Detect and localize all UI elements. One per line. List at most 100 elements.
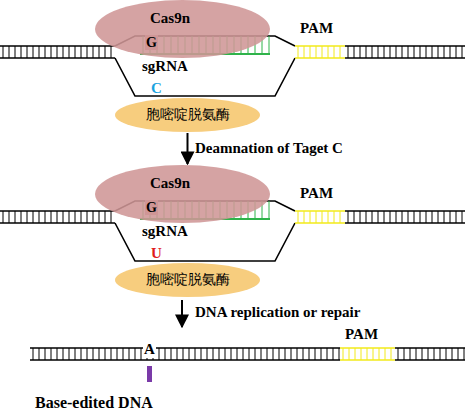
base-pair: [159, 348, 160, 360]
base-pair: [9, 211, 10, 223]
base-pair: [45, 211, 46, 223]
base-pair: [414, 46, 415, 58]
base-pair: [440, 348, 441, 360]
base-pair: [446, 348, 447, 360]
base-pair: [269, 36, 270, 54]
deaminase-enzyme: U胞嘧啶脱氨酶: [115, 263, 260, 297]
base-pair: [328, 211, 329, 223]
base-pair: [372, 211, 373, 223]
base-pair: [334, 211, 335, 223]
base-letter: G: [145, 200, 158, 215]
base-pair: [348, 46, 349, 58]
base-pair: [291, 348, 292, 360]
base-pair: [355, 348, 356, 360]
base-pair: [111, 348, 112, 360]
base-pair: [438, 46, 439, 58]
base-pair: [410, 348, 411, 360]
base-pair: [426, 46, 427, 58]
base-pair: [57, 211, 58, 223]
pam-label: PAM: [345, 326, 378, 343]
base-pair: [99, 348, 100, 360]
node-shape: [115, 263, 260, 297]
base-pair: [444, 211, 445, 223]
enzyme-name: 胞嘧啶脱氨酶: [146, 272, 230, 287]
base-pair: [414, 211, 415, 223]
target-base: U: [151, 245, 162, 262]
base-pair: [334, 46, 335, 58]
base-pair: [261, 348, 262, 360]
base-pair: [408, 46, 409, 58]
base-pair: [339, 348, 340, 360]
base-pair: [15, 46, 16, 58]
deaminase-enzyme: C胞嘧啶脱氨酶: [115, 98, 260, 132]
cas9n-protein: Cas9nG: [95, 0, 270, 58]
base-pair: [87, 348, 88, 360]
strand: [295, 45, 345, 47]
base-pair: [207, 348, 208, 360]
base-pair: [340, 46, 341, 58]
base-pair: [57, 348, 58, 360]
base-pair: [63, 211, 64, 223]
base-pair: [391, 348, 392, 360]
base-pair: [93, 211, 94, 223]
base-pair: [408, 211, 409, 223]
base-letter: G: [145, 35, 158, 50]
base-pair: [81, 46, 82, 58]
base-pair: [321, 348, 322, 360]
node-shape: [95, 165, 270, 223]
base-pair: [450, 211, 451, 223]
base-pair: [69, 348, 70, 360]
base-pair: [396, 211, 397, 223]
base-pair: [304, 46, 305, 58]
base-pair: [328, 46, 329, 58]
base-pair: [402, 211, 403, 223]
base-pair: [298, 211, 299, 223]
base-pair: [33, 211, 34, 223]
base-pair: [87, 46, 88, 58]
base-pair: [378, 46, 379, 58]
base-pair: [322, 46, 323, 58]
cas9n-protein: Cas9nG: [95, 165, 270, 223]
base-pair: [303, 348, 304, 360]
strand-label: sgRNA: [142, 223, 188, 240]
base-pair: [279, 348, 280, 360]
base-pair: [99, 46, 100, 58]
base-pair: [57, 46, 58, 58]
base-pair: [452, 348, 453, 360]
base-pair: [255, 348, 256, 360]
base-pair: [3, 46, 4, 58]
base-pair: [432, 211, 433, 223]
base-pair: [51, 211, 52, 223]
base-pair: [450, 46, 451, 58]
base-pair: [69, 211, 70, 223]
base-pair: [354, 46, 355, 58]
base-pair: [249, 348, 250, 360]
base-pair: [360, 211, 361, 223]
base-pair: [39, 211, 40, 223]
strand: [345, 45, 465, 47]
base-pair: [420, 46, 421, 58]
strand: [295, 222, 345, 224]
base-pair: [373, 348, 374, 360]
base-pair: [39, 348, 40, 360]
strand: [30, 347, 340, 349]
base-pair: [379, 348, 380, 360]
protein-name: Cas9n: [150, 175, 190, 192]
base-pair: [404, 348, 405, 360]
base-pair: [428, 348, 429, 360]
base-pair: [416, 348, 417, 360]
base-pair: [21, 211, 22, 223]
base-pair: [117, 348, 118, 360]
base-pair: [384, 46, 385, 58]
base-pair: [135, 348, 136, 360]
base-pair: [177, 348, 178, 360]
base-pair: [298, 46, 299, 58]
base-pair: [273, 348, 274, 360]
base-pair: [285, 348, 286, 360]
base-pair: [75, 211, 76, 223]
base-pair: [366, 46, 367, 58]
dna-strands: [0, 36, 465, 360]
base-pair: [111, 211, 112, 223]
base-pair: [219, 348, 220, 360]
base-pair: [456, 46, 457, 58]
